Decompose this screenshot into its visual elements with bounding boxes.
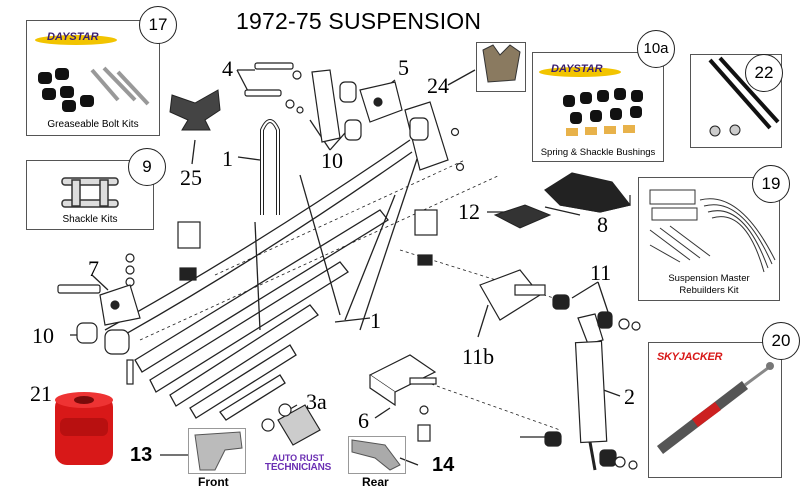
callout-13: 13: [130, 444, 153, 466]
callout-2: 2: [624, 384, 635, 409]
bracket-24: [482, 44, 521, 83]
skyjacker-shock-img: [656, 362, 774, 454]
box10a-caption: Spring & Shackle Bushings: [540, 147, 656, 158]
callout-11b: 11b: [462, 344, 495, 369]
page-title: 1972-75 SUSPENSION: [236, 8, 482, 34]
box19-caption-1: Suspension Master: [668, 273, 750, 284]
callout-5: 5: [398, 55, 409, 80]
shackle-kit-img: [61, 177, 119, 208]
skyjacker-shock-box[interactable]: SKYJACKER: [648, 342, 782, 478]
callout-11: 11: [590, 260, 612, 285]
box19-caption-2: Rebuilders Kit: [679, 285, 739, 296]
callout-10-left: 10: [32, 323, 54, 348]
callout-10a: 10a: [637, 30, 675, 68]
callout-7: 6: [358, 408, 369, 433]
callout-3a: 3a: [306, 389, 327, 414]
crossmember-rear-img: [351, 439, 401, 471]
shackle-5: [311, 69, 403, 143]
box17-caption: Greaseable Bolt Kits: [47, 119, 139, 130]
bolt-kit-img: [38, 68, 94, 112]
callout-19: 19: [752, 165, 790, 203]
suspension-master-rebuilders-kit-box[interactable]: Suspension Master Rebuilders Kit: [638, 177, 780, 301]
box9-caption: Shackle Kits: [62, 214, 118, 225]
shackle-6: [57, 284, 141, 385]
rebuild-kit-img: [649, 189, 776, 273]
front-crossmember-box[interactable]: [188, 428, 246, 474]
long-bolts-box[interactable]: [690, 54, 782, 148]
greaseable-bolt-kits-box[interactable]: DAYSTAR Greaseable Bolt Kits: [26, 20, 160, 136]
clamp-plate-3a: [261, 403, 321, 446]
skyjacker-logo: SKYJACKER: [657, 351, 723, 363]
bump-stop-8: [544, 172, 632, 213]
callout-6: 7: [88, 256, 99, 281]
front-label: Front: [198, 475, 229, 489]
shackle-kits-box[interactable]: Shackle Kits: [26, 160, 154, 230]
bracket-24-box[interactable]: [476, 42, 526, 92]
spring-plate-7: [368, 354, 437, 442]
red-bushing-21: [55, 392, 113, 465]
callout-17: 17: [139, 6, 177, 44]
rear-label: Rear: [362, 475, 389, 489]
shock-absorber-2: [520, 311, 641, 471]
callout-14: 14: [432, 454, 455, 476]
crossmember-front-img: [194, 431, 243, 471]
callout-21: 21: [30, 381, 52, 406]
callout-20: 20: [762, 322, 800, 360]
callout-1: 1: [370, 308, 381, 333]
callout-25: 25: [180, 165, 202, 190]
bushings-img: [563, 88, 643, 124]
callout-22: 22: [745, 54, 783, 92]
hanger-bracket-right: [296, 101, 465, 266]
callout-12: 12: [458, 199, 480, 224]
leaf-spring: [104, 139, 413, 421]
callout-24: 24: [427, 73, 449, 98]
callout-4: 4: [222, 56, 233, 81]
spring-shackle-bushings-box[interactable]: DAYSTAR Spring & Shackle Bushings: [532, 52, 664, 162]
bolts-4: [244, 62, 302, 109]
u-bolt: [260, 119, 280, 215]
shock-mount-11b: [479, 269, 570, 321]
spacer-12: [493, 204, 552, 229]
daystar-logo-2: DAYSTAR: [539, 63, 621, 79]
callout-10-top: 10: [321, 148, 343, 173]
callout-8: 8: [597, 212, 608, 237]
callout-3: 1: [222, 146, 233, 171]
long-bolts-22: [708, 56, 780, 130]
callout-9: 9: [128, 148, 166, 186]
auto-rust-technicians-logo: AUTO RUST TECHNICIANS: [264, 453, 332, 473]
rear-crossmember-box[interactable]: [348, 436, 406, 474]
daystar-logo: DAYSTAR: [35, 31, 117, 47]
bracket-25: [169, 89, 221, 131]
